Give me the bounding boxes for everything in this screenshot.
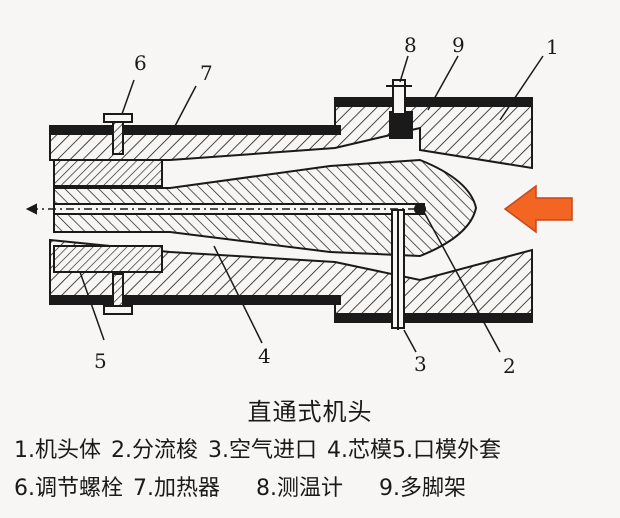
die-sleeve-blocks [53, 159, 163, 273]
leader-lines [79, 55, 544, 353]
callout-1: 1 [546, 35, 559, 59]
legend-line-1: 1.机头体 2.分流梭 3.空气进口 4.芯模5.口模外套 [14, 432, 511, 464]
callout-8: 8 [404, 33, 417, 57]
diagram-title: 直通式机头 [247, 398, 373, 426]
callout-5: 5 [94, 349, 107, 373]
callout-6: 6 [134, 51, 147, 75]
legend-item: 4.芯模 [327, 438, 392, 463]
legend-item: 3.空气进口 [208, 438, 317, 463]
legend-item: 6.调节螺栓 [14, 476, 123, 501]
legend-item: 5.口模外套 [392, 438, 501, 463]
callout-4: 4 [258, 344, 271, 368]
legend-item: 8.测温计 [256, 476, 343, 501]
thermometer [386, 79, 412, 115]
callout-7: 7 [200, 61, 213, 85]
die-body-bottom [49, 238, 533, 323]
legend-item: 2.分流梭 [111, 438, 198, 463]
adjusting-bolt-top [103, 113, 133, 155]
legend-line-2: 6.调节螺栓 7.加热器 8.测温计 9.多脚架 [14, 470, 476, 502]
mandrel-and-torpedo [25, 158, 478, 258]
adjusting-bolt-bottom [103, 273, 133, 315]
legend-item: 9.多脚架 [379, 476, 466, 501]
callout-9: 9 [452, 33, 465, 57]
legend-item: 1.机头体 [14, 438, 101, 463]
callout-3: 3 [414, 352, 427, 376]
spider-and-air-inlet [389, 111, 413, 330]
orange-flow-arrow [503, 184, 573, 234]
callout-numbers: 1 2 3 4 5 6 7 8 9 [94, 33, 559, 378]
callout-2: 2 [503, 354, 516, 378]
legend-item: 7.加热器 [133, 476, 220, 501]
